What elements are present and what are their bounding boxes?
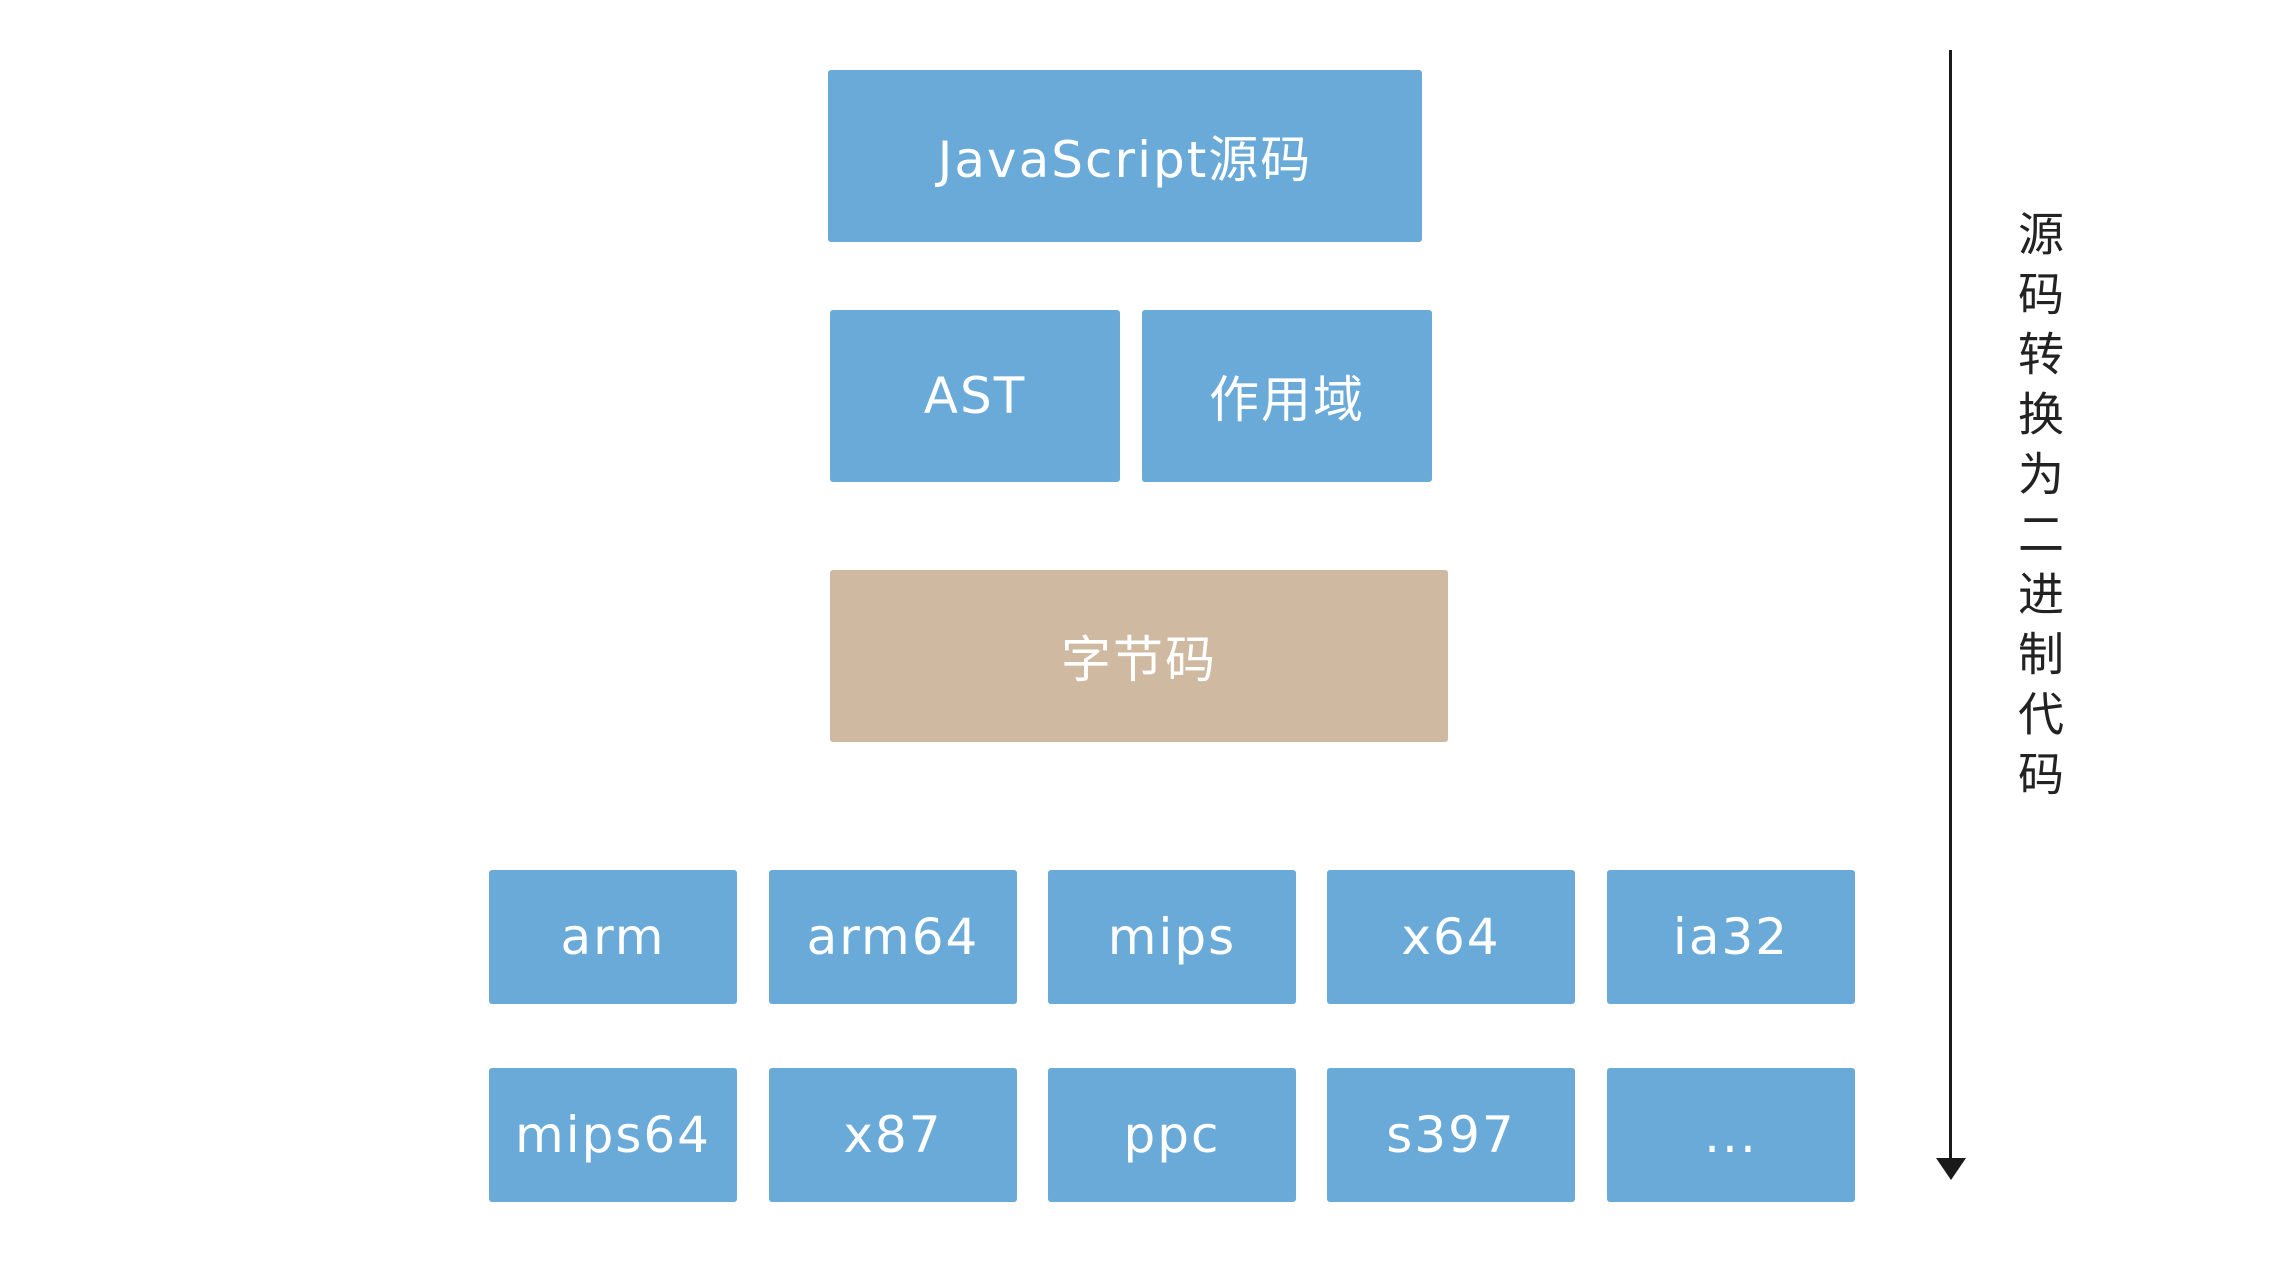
javascript-source-box: JavaScript源码 bbox=[828, 70, 1422, 242]
down-arrow-icon bbox=[1936, 1158, 1966, 1180]
process-direction-label: 源码转换为二进制代码 bbox=[2011, 210, 2065, 810]
bytecode-box: 字节码 bbox=[830, 570, 1448, 742]
arch-box-ia32: ia32 bbox=[1607, 870, 1855, 1004]
down-arrow-line bbox=[1949, 50, 1952, 1158]
arch-box-x87: x87 bbox=[769, 1068, 1017, 1202]
arch-box-arm64: arm64 bbox=[769, 870, 1017, 1004]
arch-box-mips: mips bbox=[1048, 870, 1296, 1004]
ast-box: AST bbox=[830, 310, 1120, 482]
arch-box-arm: arm bbox=[489, 870, 737, 1004]
arch-box-s397: s397 bbox=[1327, 1068, 1575, 1202]
arch-box-ellipsis: ... bbox=[1607, 1068, 1855, 1202]
arch-box-x64: x64 bbox=[1327, 870, 1575, 1004]
arch-box-ppc: ppc bbox=[1048, 1068, 1296, 1202]
scope-box: 作用域 bbox=[1142, 310, 1432, 482]
arch-box-mips64: mips64 bbox=[489, 1068, 737, 1202]
